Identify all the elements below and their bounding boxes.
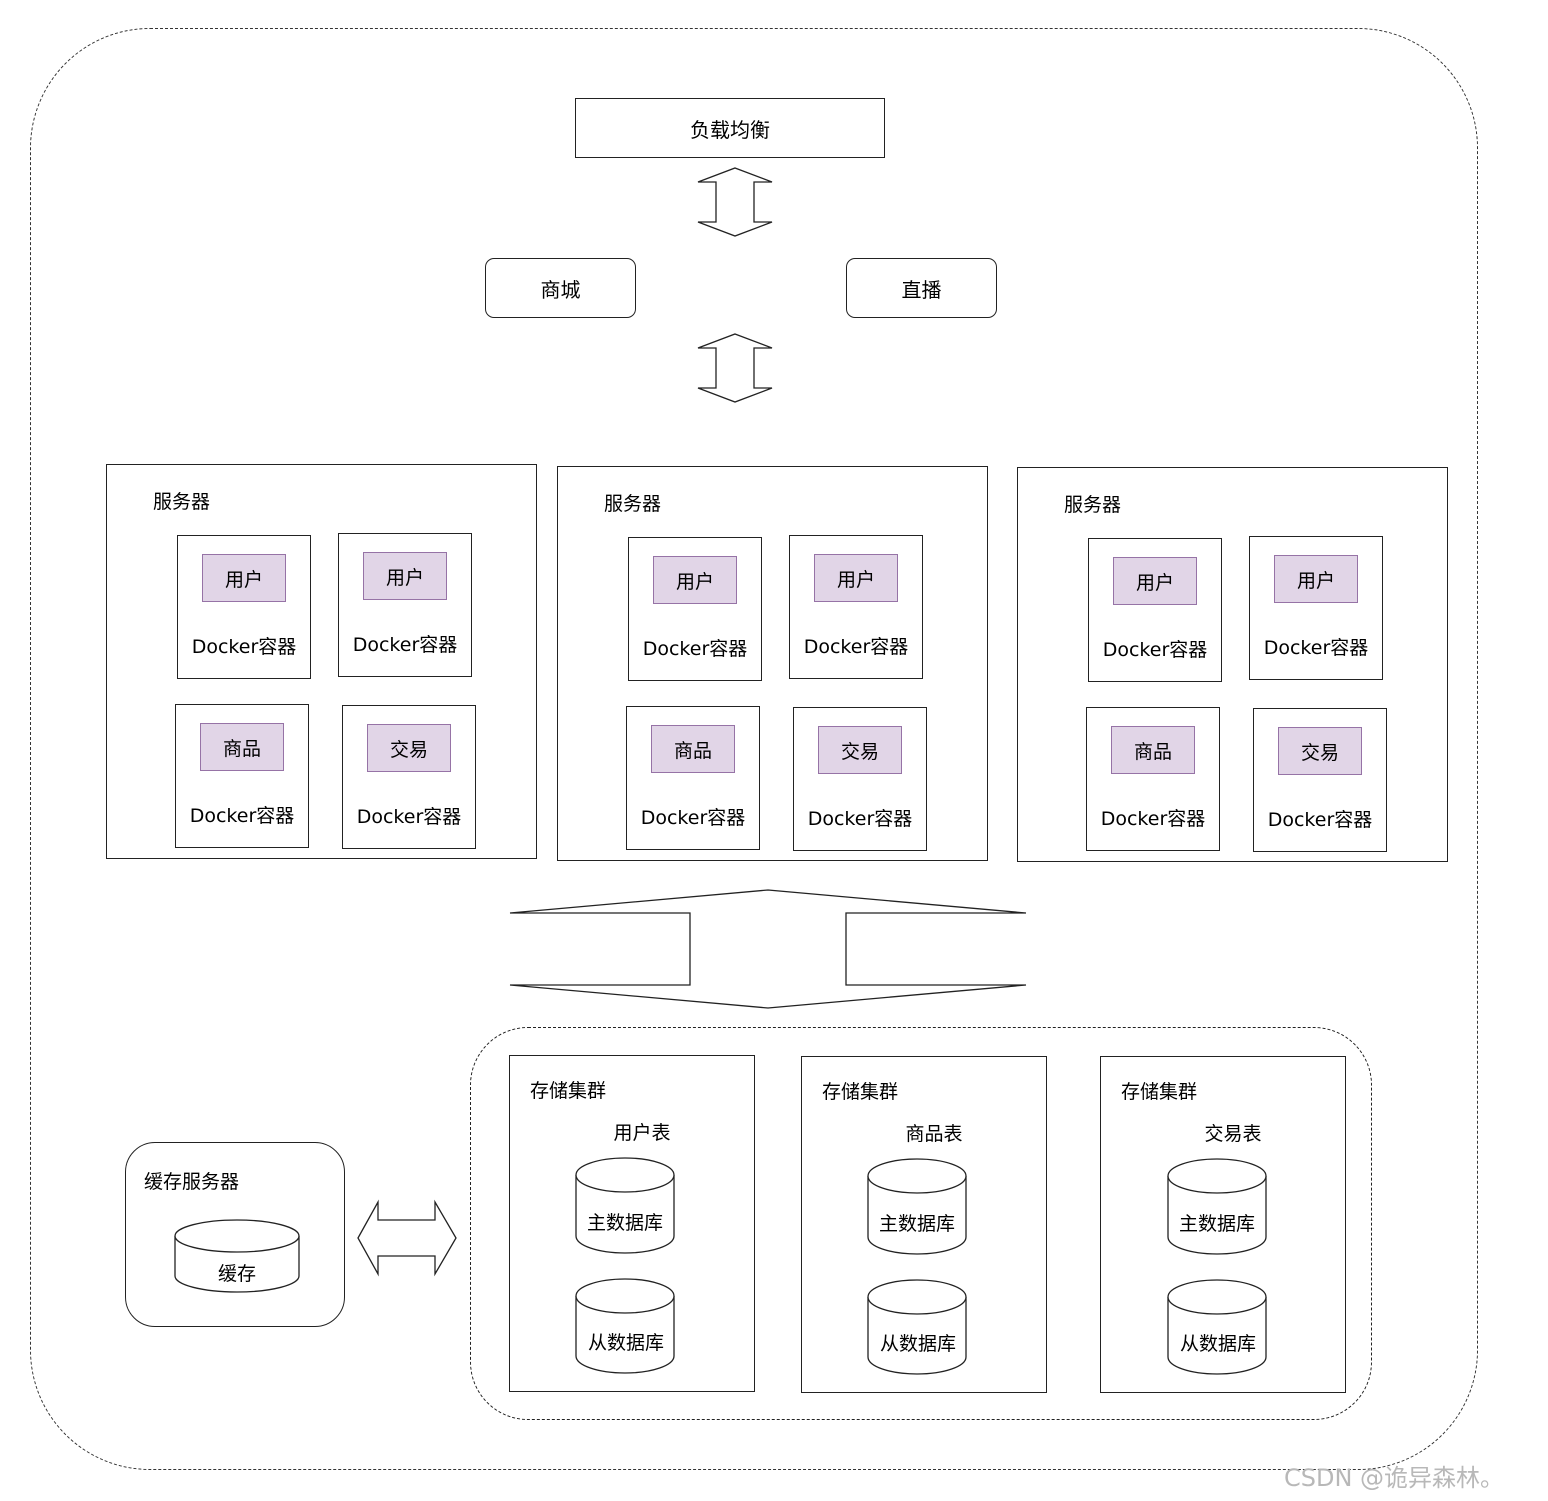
docker-container: 交易 Docker容器 bbox=[1253, 708, 1387, 852]
load-balancer-label: 负载均衡 bbox=[690, 117, 770, 142]
docker-container: 交易 Docker容器 bbox=[793, 707, 927, 851]
server-title: 服务器 bbox=[1064, 494, 1122, 516]
slave-db-icon bbox=[867, 1279, 967, 1375]
storage-title: 存储集群 bbox=[822, 1081, 899, 1103]
docker-container: 用户 Docker容器 bbox=[628, 537, 762, 681]
app-node-mall: 商城 bbox=[485, 258, 636, 318]
service-block-trade: 交易 bbox=[367, 724, 451, 772]
slave-db-label: 从数据库 bbox=[879, 1333, 956, 1355]
load-balancer-node: 负载均衡 bbox=[575, 98, 885, 158]
docker-container: 交易 Docker容器 bbox=[342, 705, 476, 849]
docker-container: 用户 Docker容器 bbox=[177, 535, 311, 679]
docker-container: 商品 Docker容器 bbox=[1086, 707, 1220, 851]
app-label: 商城 bbox=[540, 277, 581, 302]
service-block-product: 商品 bbox=[200, 723, 284, 771]
system-boundary bbox=[30, 28, 1478, 1470]
server-node-2: 服务器 用户 Docker容器 用户 Docker容器 商品 Docker容器 … bbox=[557, 466, 988, 861]
cache-db-icon bbox=[174, 1219, 300, 1293]
server-node-3: 服务器 用户 Docker容器 用户 Docker容器 商品 Docker容器 … bbox=[1017, 467, 1448, 862]
service-block-user: 用户 bbox=[363, 552, 447, 600]
docker-label: Docker容器 bbox=[803, 636, 909, 658]
storage-table-name: 交易表 bbox=[1204, 1123, 1262, 1145]
docker-label: Docker容器 bbox=[1267, 809, 1373, 831]
service-block-user: 用户 bbox=[1113, 557, 1197, 605]
docker-label: Docker容器 bbox=[642, 638, 748, 660]
storage-table-name: 用户表 bbox=[613, 1122, 671, 1144]
docker-container: 用户 Docker容器 bbox=[1088, 538, 1222, 682]
slave-db-label: 从数据库 bbox=[587, 1332, 664, 1354]
slave-db-icon bbox=[1167, 1279, 1267, 1375]
double-arrow-apps-servers bbox=[697, 333, 773, 403]
storage-table-name: 商品表 bbox=[905, 1123, 963, 1145]
docker-container: 用户 Docker容器 bbox=[1249, 536, 1383, 680]
docker-container: 用户 Docker容器 bbox=[789, 535, 923, 679]
service-block-trade: 交易 bbox=[818, 726, 902, 774]
slave-db-icon bbox=[575, 1278, 675, 1374]
docker-container: 商品 Docker容器 bbox=[626, 706, 760, 850]
watermark: CSDN @诡异森林。 bbox=[1284, 1464, 1505, 1492]
docker-label: Docker容器 bbox=[640, 807, 746, 829]
docker-label: Docker容器 bbox=[189, 805, 295, 827]
master-db-label: 主数据库 bbox=[1178, 1213, 1255, 1235]
service-block-user: 用户 bbox=[814, 554, 898, 602]
cache-label: 缓存 bbox=[217, 1263, 256, 1285]
docker-label: Docker容器 bbox=[352, 634, 458, 656]
cache-server-title: 缓存服务器 bbox=[144, 1171, 240, 1193]
double-arrow-lb-apps bbox=[697, 167, 773, 237]
storage-group-boundary bbox=[470, 1027, 1372, 1420]
app-label: 直播 bbox=[901, 277, 942, 302]
master-db-icon bbox=[1167, 1158, 1267, 1255]
docker-label: Docker容器 bbox=[1100, 808, 1206, 830]
master-db-icon bbox=[867, 1158, 967, 1255]
storage-title: 存储集群 bbox=[1121, 1081, 1198, 1103]
app-node-live: 直播 bbox=[846, 258, 997, 318]
server-title: 服务器 bbox=[604, 493, 662, 515]
service-block-trade: 交易 bbox=[1278, 727, 1362, 775]
service-block-product: 商品 bbox=[651, 725, 735, 773]
server-title: 服务器 bbox=[153, 491, 211, 513]
storage-title: 存储集群 bbox=[530, 1080, 607, 1102]
master-db-icon bbox=[575, 1157, 675, 1254]
service-block-user: 用户 bbox=[1274, 555, 1358, 603]
master-db-label: 主数据库 bbox=[586, 1212, 663, 1234]
docker-label: Docker容器 bbox=[1263, 637, 1369, 659]
docker-container: 商品 Docker容器 bbox=[175, 704, 309, 848]
service-block-user: 用户 bbox=[202, 554, 286, 602]
service-block-user: 用户 bbox=[653, 556, 737, 604]
server-node-1: 服务器 用户 Docker容器 用户 Docker容器 商品 Docker容器 … bbox=[106, 464, 537, 859]
docker-label: Docker容器 bbox=[1102, 639, 1208, 661]
big-double-arrow-servers-storage bbox=[509, 889, 1027, 1009]
docker-container: 用户 Docker容器 bbox=[338, 533, 472, 677]
docker-label: Docker容器 bbox=[807, 808, 913, 830]
slave-db-label: 从数据库 bbox=[1179, 1333, 1256, 1355]
docker-label: Docker容器 bbox=[356, 806, 462, 828]
docker-label: Docker容器 bbox=[191, 636, 297, 658]
service-block-product: 商品 bbox=[1111, 726, 1195, 774]
master-db-label: 主数据库 bbox=[878, 1213, 955, 1235]
double-arrow-cache-storage bbox=[357, 1199, 457, 1277]
